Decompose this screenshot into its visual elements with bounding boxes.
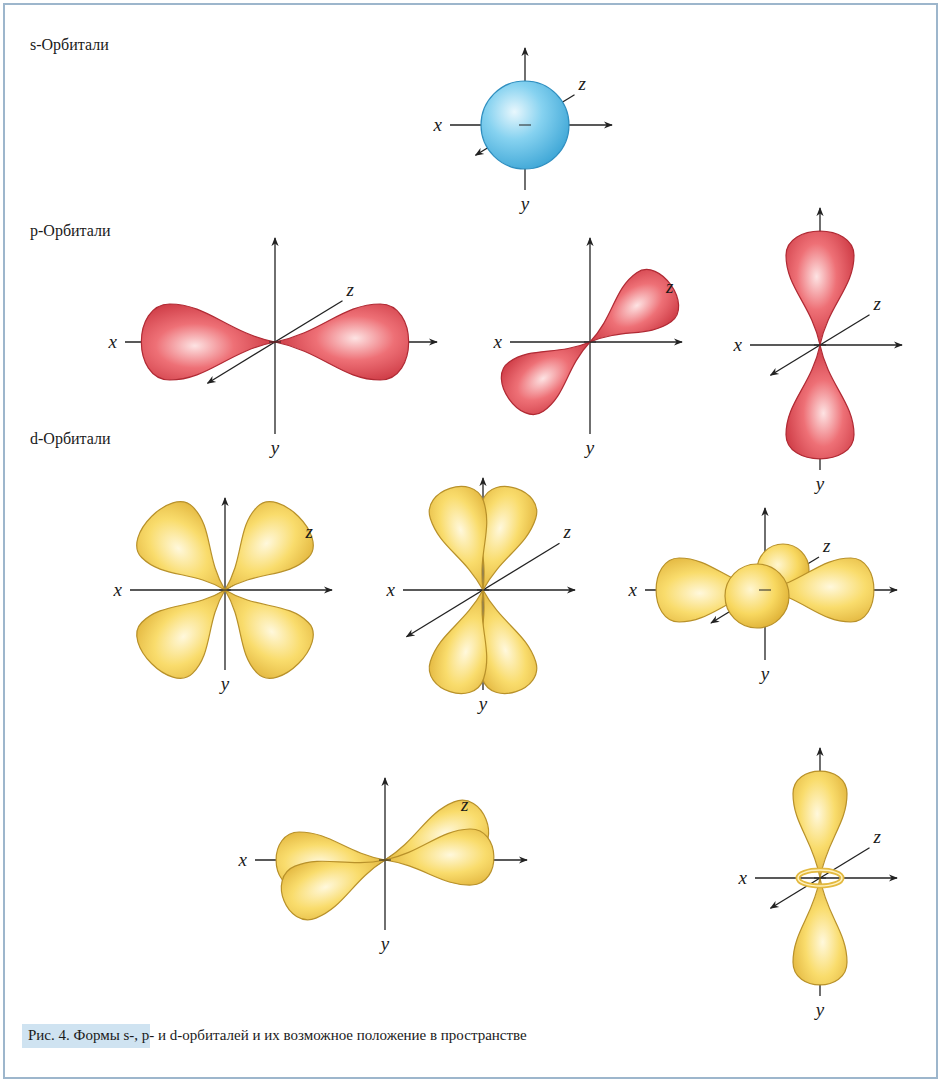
axis-origin <box>814 878 826 879</box>
x-axis <box>130 589 332 590</box>
y-axis <box>224 498 225 670</box>
orbital-lobe <box>793 771 847 878</box>
axis-label: z <box>666 277 673 296</box>
orbital-lobe <box>141 304 275 380</box>
axis-label: z <box>579 74 586 93</box>
axis-label: y <box>381 934 389 953</box>
axis-label: y <box>761 664 769 683</box>
x-axis <box>450 124 612 125</box>
orbital-lobe <box>786 345 854 459</box>
section-heading: p-Орбитали <box>30 222 111 240</box>
axis-label: x <box>494 332 502 351</box>
orbital-torus <box>798 870 842 886</box>
axis-origin <box>269 342 281 343</box>
x-axis <box>755 877 897 878</box>
y-axis <box>384 778 385 930</box>
axis-origin <box>379 860 391 861</box>
axis-label: z <box>347 280 354 299</box>
y-axis <box>274 238 275 434</box>
axis-label: y <box>586 438 594 457</box>
axes-layer <box>125 48 902 996</box>
orbital-lobe <box>423 480 509 599</box>
axis-label: z <box>306 522 313 541</box>
orbital-lobe <box>274 834 396 927</box>
orbital-lobe <box>793 878 847 985</box>
axis-label: y <box>479 694 487 713</box>
axis-origin <box>219 590 231 591</box>
orbital-lobe <box>126 565 250 689</box>
orbital-lobe <box>275 304 409 380</box>
axis-label: z <box>874 827 881 846</box>
orbital-lobe-front <box>725 564 789 628</box>
x-axis <box>750 344 902 345</box>
axis-label: y <box>221 674 229 693</box>
section-heading: d-Орбитали <box>30 430 111 448</box>
axis-label: x <box>434 115 442 134</box>
axis-label: y <box>816 474 824 493</box>
x-axis <box>510 341 682 342</box>
frame <box>4 4 937 1078</box>
orbital-lobe <box>786 231 854 345</box>
axis-label: x <box>109 332 117 351</box>
orbital-lobe <box>423 581 509 700</box>
axis-label: x <box>387 580 395 599</box>
orbital-torus-highlight <box>798 870 842 886</box>
section-heading: s-Орбитали <box>30 36 109 54</box>
orbital-lobe <box>200 565 324 689</box>
axis-origin <box>814 345 826 346</box>
axis-label: y <box>816 1000 824 1019</box>
axis-origin <box>759 590 771 591</box>
y-axis <box>589 238 590 434</box>
orbital-layer <box>126 81 874 985</box>
axis-label: x <box>114 580 122 599</box>
figure-caption: Рис. 4. Формы s-, p- и d-орбиталей и их … <box>28 1025 588 1047</box>
axis-label: z <box>874 294 881 313</box>
axis-label: z <box>461 795 468 814</box>
x-axis <box>403 589 575 590</box>
axis-label: y <box>271 438 279 457</box>
axis-origin <box>584 342 596 343</box>
axis-origin <box>477 590 489 591</box>
axis-label: x <box>734 335 742 354</box>
s-orbital-sphere <box>481 81 569 169</box>
axis-label: x <box>239 850 247 869</box>
axis-label: z <box>564 522 571 541</box>
orbital-lobe <box>573 261 689 367</box>
orbital-lobe <box>384 828 495 888</box>
axis-label: x <box>739 868 747 887</box>
axis-origin <box>519 125 531 126</box>
axis-label: y <box>521 194 529 213</box>
orbital-lobe <box>492 317 608 423</box>
axis-label: z <box>823 536 830 555</box>
axis-label: x <box>629 580 637 599</box>
